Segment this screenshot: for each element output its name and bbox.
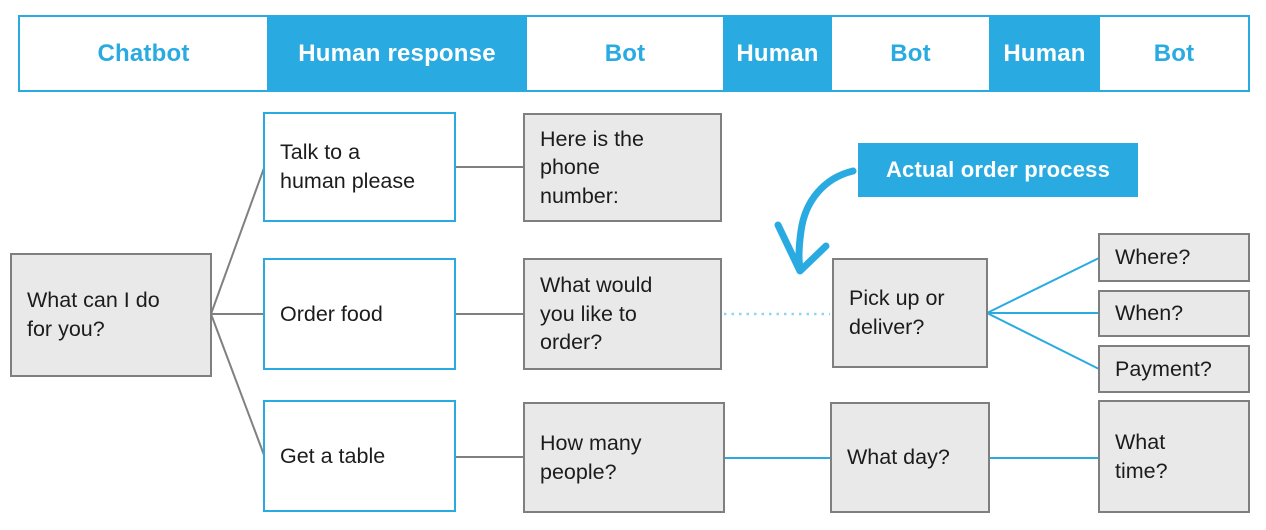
node-where: Where?	[1098, 233, 1250, 282]
lane-chatbot: Chatbot	[20, 17, 267, 90]
node-what-day: What day?	[830, 402, 990, 513]
node-phone-number: Here is the phone number:	[523, 113, 722, 222]
node-get-a-table: Get a table	[263, 400, 456, 512]
blue-connectors	[724, 257, 1100, 459]
node-payment: Payment?	[1098, 345, 1250, 393]
node-root-question: What can I do for you?	[10, 253, 212, 377]
lane-bot-1: Bot	[527, 17, 723, 90]
node-how-many-people: How many people?	[523, 402, 725, 513]
lane-bot-2: Bot	[832, 17, 989, 90]
actual-order-process-callout: Actual order process	[858, 143, 1138, 197]
lane-human-2: Human	[989, 15, 1100, 92]
curved-arrow-icon	[774, 167, 857, 275]
lane-bot-3: Bot	[1100, 17, 1248, 90]
swimlane-header: Chatbot Human response Bot Human Bot Hum…	[18, 15, 1250, 92]
node-when: When?	[1098, 290, 1250, 337]
node-talk-to-human: Talk to a human please	[263, 112, 456, 222]
node-what-time: What time?	[1098, 400, 1250, 513]
node-pickup-or-deliver: Pick up or deliver?	[832, 258, 988, 368]
node-what-to-order: What would you like to order?	[523, 258, 722, 370]
lane-human-response: Human response	[267, 15, 527, 92]
node-order-food: Order food	[263, 258, 456, 370]
gray-connectors	[210, 166, 524, 458]
lane-human-1: Human	[723, 15, 832, 92]
